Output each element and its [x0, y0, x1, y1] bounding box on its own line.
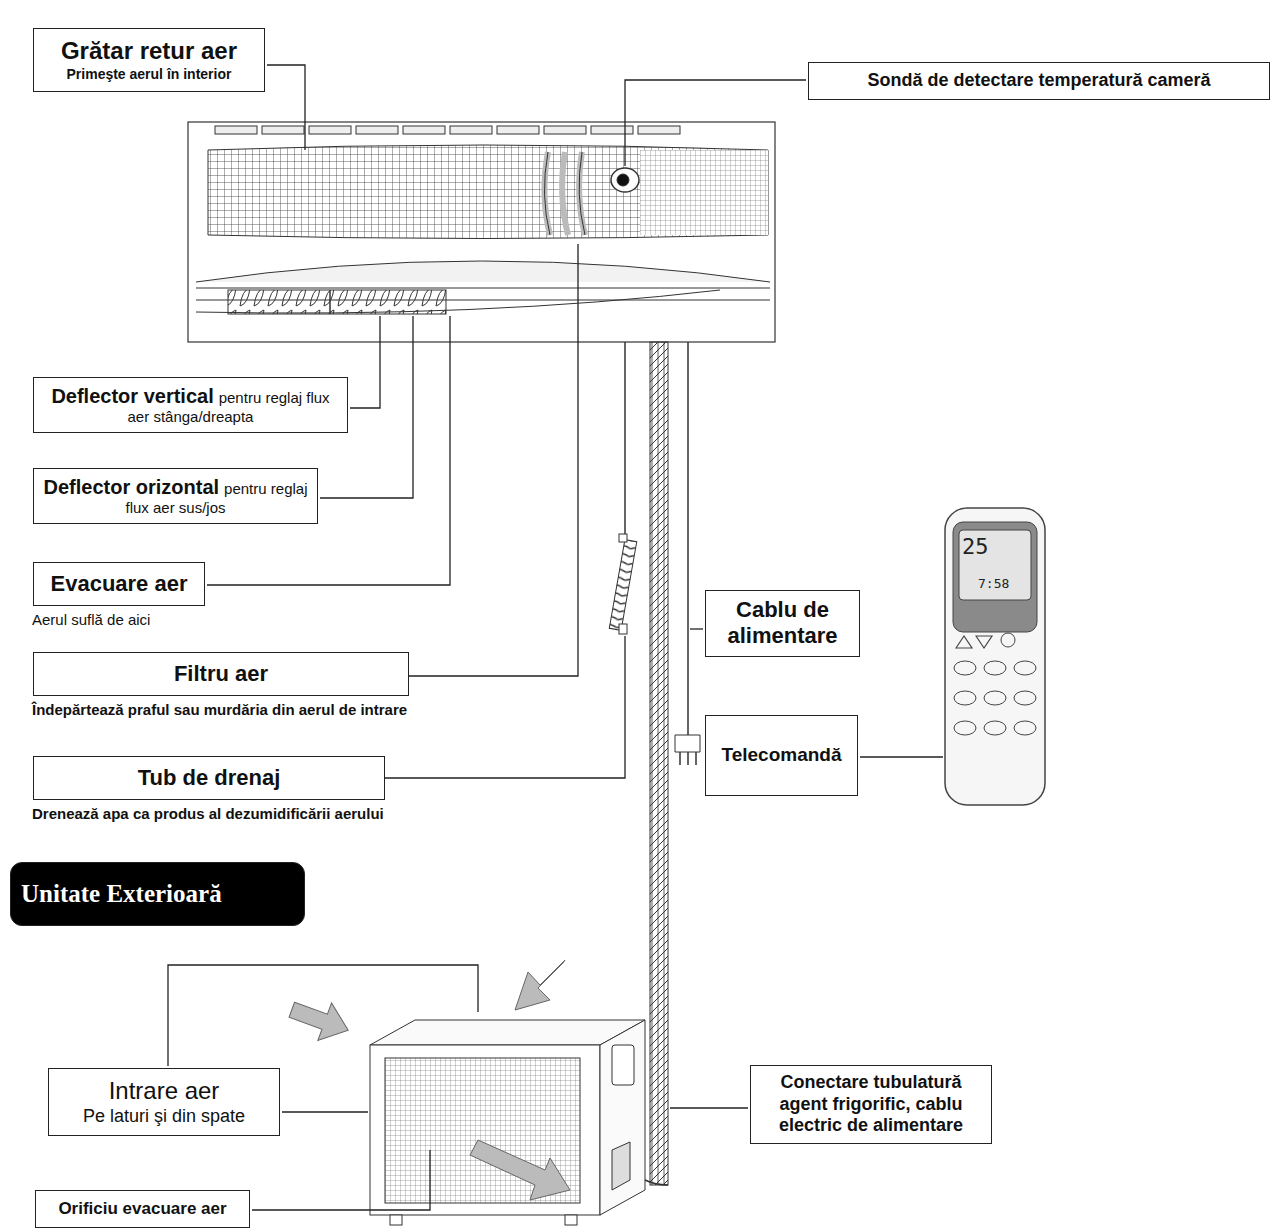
callout-box: Telecomandă [705, 715, 858, 796]
callout-box: Deflector orizontalpentru reglaj flux ae… [33, 468, 318, 524]
remote-control [945, 508, 1045, 805]
node-title: Sondă de detectare temperatură cameră [817, 70, 1261, 92]
indoor-unit [188, 122, 775, 342]
callout-box: Grătar retur aerPrimeşte aerul în interi… [33, 28, 265, 92]
callout-box: Sondă de detectare temperatură cameră [808, 62, 1270, 100]
node-note: Drenează apa ca produs al dezumidificări… [32, 805, 384, 823]
callout-box: Orificiu evacuare aer [35, 1190, 250, 1228]
node-title: Evacuare aer [40, 571, 198, 597]
node-title: Intrare aer [55, 1077, 273, 1106]
display-readout: 25 [962, 534, 989, 559]
node-title: Deflector orizontal [44, 476, 220, 498]
callout-box: Deflector verticalpentru reglaj flux aer… [33, 377, 348, 433]
display-readout: 7:58 [978, 576, 1009, 591]
node-note: Aerul suflă de aici [32, 611, 150, 629]
node-title: Unitate Exterioară [21, 879, 294, 909]
callout-box: Evacuare aerAerul suflă de aici [33, 562, 205, 606]
node-note: Îndepărtează praful sau murdăria din aer… [32, 701, 407, 719]
node-title: Deflector vertical [51, 385, 213, 407]
callout-box: Filtru aerÎndepărtează praful sau murdăr… [33, 652, 409, 696]
air-flow-arrows [285, 960, 570, 1200]
node-note: Primeşte aerul în interior [40, 66, 258, 83]
callout-box: Conectare tubulatură agent frigorific, c… [750, 1065, 992, 1144]
node-title: Conectare tubulatură agent frigorific, c… [757, 1072, 985, 1137]
node-note: Pe laturi şi din spate [55, 1106, 273, 1128]
node-title: Orificiu evacuare aer [42, 1199, 243, 1219]
node-title: Telecomandă [712, 744, 851, 767]
pipe-bundle [609, 342, 700, 1185]
leader-lines [168, 65, 943, 1210]
callout-box: Tub de drenajDrenează apa ca produs al d… [33, 756, 385, 800]
outdoor-unit [370, 1020, 668, 1225]
section-title: Unitate Exterioară [10, 862, 305, 926]
callout-box: Intrare aerPe laturi şi din spate [48, 1068, 280, 1136]
node-title: Cablu de alimentare [712, 597, 853, 650]
node-title: Grătar retur aer [40, 37, 258, 66]
node-title: Tub de drenaj [40, 765, 378, 791]
callout-box: Cablu de alimentare [705, 590, 860, 657]
node-title: Filtru aer [40, 661, 402, 687]
